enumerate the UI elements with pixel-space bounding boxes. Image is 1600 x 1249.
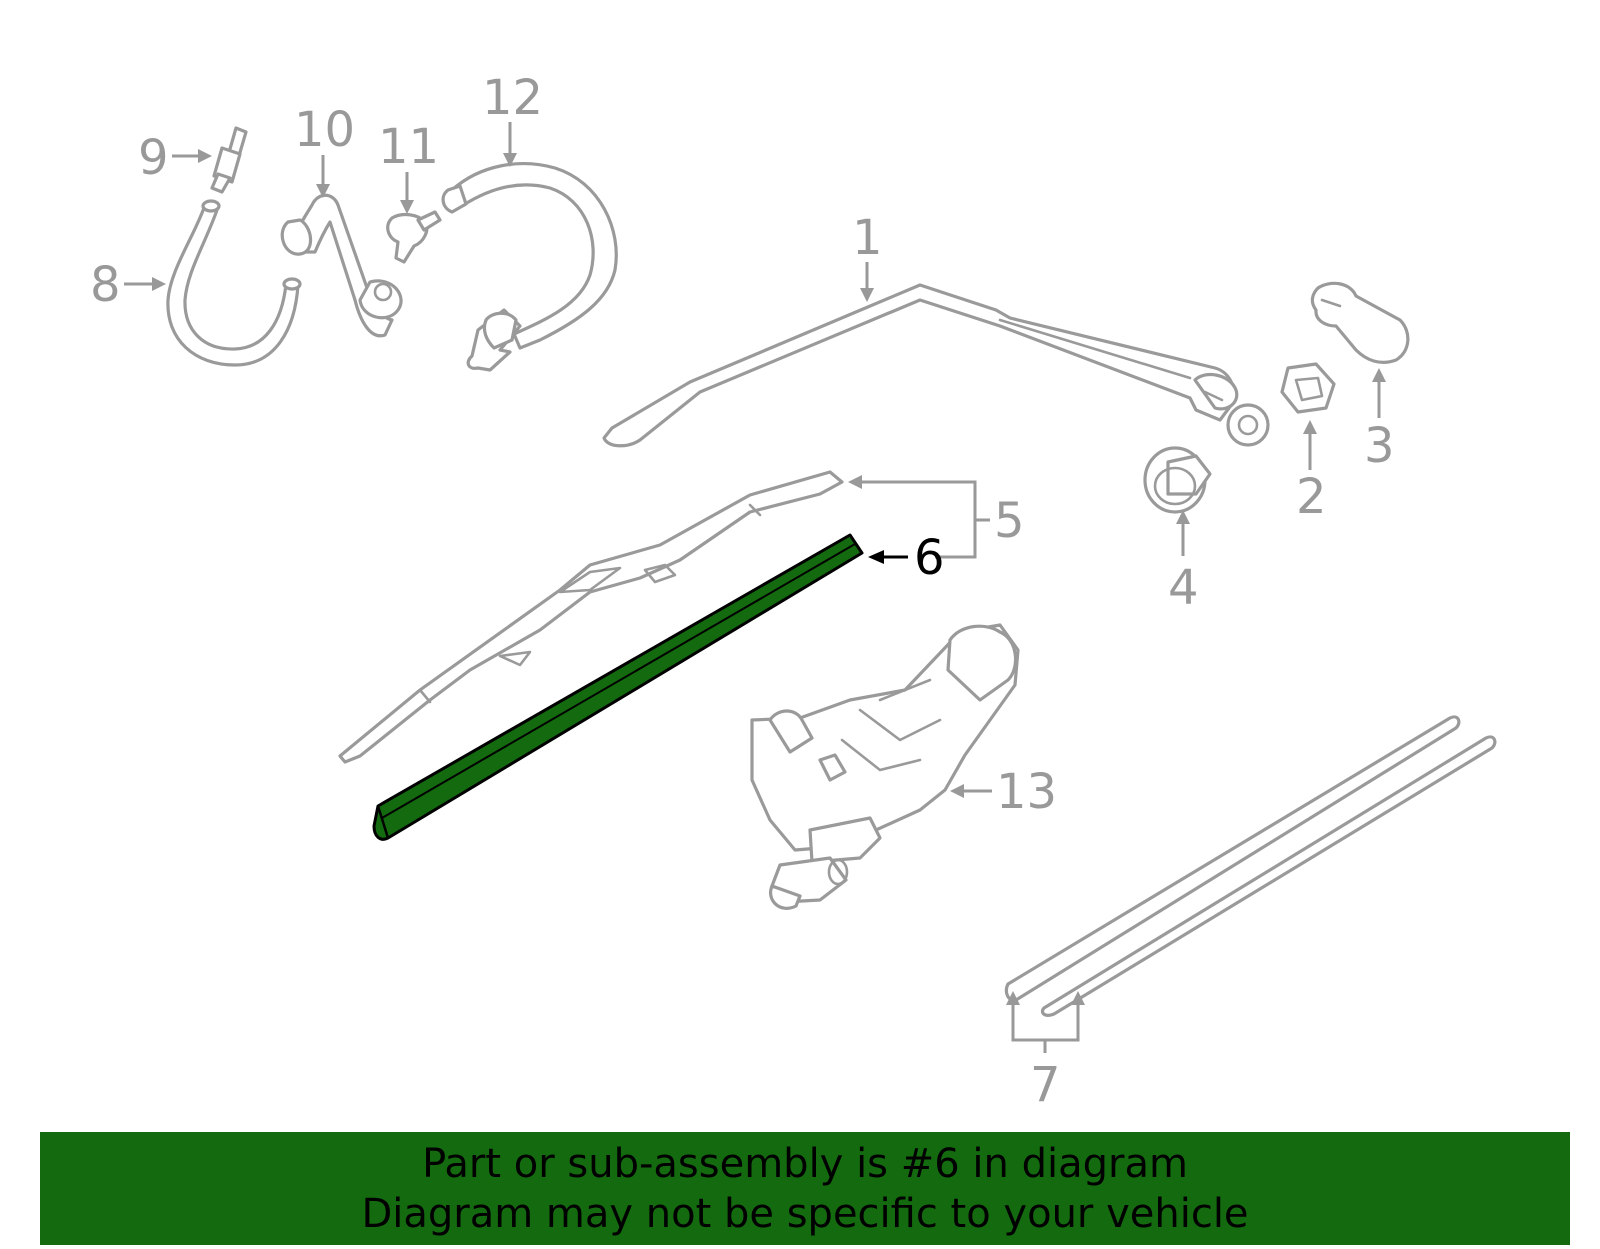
callout-2: 2 — [1296, 469, 1327, 525]
cap-part-3 — [1310, 281, 1410, 364]
callout-1: 1 — [852, 210, 883, 266]
banner-line-2: Diagram may not be specific to your vehi… — [361, 1190, 1249, 1237]
pivot-nut-part-4 — [1143, 446, 1212, 514]
clip-part-11 — [386, 210, 442, 264]
callout-12: 12 — [482, 70, 543, 126]
callout-9: 9 — [138, 130, 169, 186]
leader-lines — [124, 122, 1386, 1053]
callout-numbers: 1 2 3 4 5 6 7 8 9 10 11 12 13 — [90, 70, 1395, 1113]
info-banner: Part or sub-assembly is #6 in diagram Di… — [40, 1132, 1570, 1245]
blade-rubber-part-6 — [372, 533, 864, 841]
callout-4: 4 — [1168, 560, 1199, 616]
wiper-arm-part-1 — [602, 283, 1270, 448]
nut-part-2 — [1280, 362, 1336, 414]
callout-8: 8 — [90, 257, 121, 313]
callout-7: 7 — [1030, 1057, 1061, 1113]
callout-3: 3 — [1364, 418, 1395, 474]
callout-10: 10 — [294, 102, 355, 158]
wiper-refills-part-7 — [1004, 715, 1497, 1017]
nozzle-pin-part-9 — [210, 126, 248, 194]
callout-13: 13 — [996, 764, 1057, 820]
callout-5: 5 — [994, 493, 1025, 549]
wiper-motor-part-13 — [750, 623, 1020, 910]
hose-part-8 — [166, 199, 302, 367]
callout-6: 6 — [914, 530, 945, 586]
elbow-hose-part-10 — [280, 193, 403, 338]
callout-11: 11 — [378, 119, 439, 175]
washer-tube-part-12 — [441, 162, 618, 372]
wiper-blade-part-5 — [338, 470, 844, 764]
banner-line-1: Part or sub-assembly is #6 in diagram — [422, 1140, 1188, 1187]
